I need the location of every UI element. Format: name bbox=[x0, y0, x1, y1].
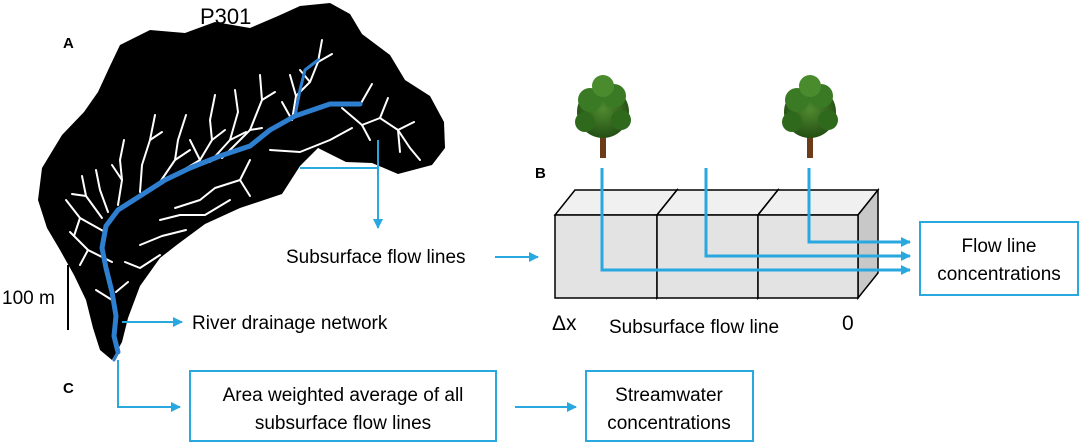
river-outlet bbox=[112, 350, 120, 362]
tree-icon bbox=[575, 75, 631, 158]
flow-line-2 bbox=[704, 168, 911, 261]
tree-icon bbox=[782, 75, 838, 158]
panel-label-a: A bbox=[63, 35, 74, 52]
tributaries bbox=[65, 39, 421, 301]
outlet-to-average-arrow bbox=[117, 360, 181, 412]
flow-line-concentrations-box bbox=[919, 221, 1079, 296]
delta-x-label: Δx bbox=[552, 312, 577, 335]
scale-bar-label: 100 m bbox=[2, 288, 55, 309]
river-drainage-line bbox=[99, 101, 363, 355]
flow-line-3 bbox=[807, 168, 911, 247]
streamwater-concentrations-box bbox=[585, 370, 754, 442]
subsurface-flow-lines-label: Subsurface flow lines bbox=[286, 247, 466, 268]
subsurface-flow-line-label: Subsurface flow line bbox=[609, 317, 779, 338]
panel-label-c: C bbox=[63, 380, 74, 397]
flow-line-1 bbox=[600, 168, 911, 275]
cube-icon bbox=[756, 187, 880, 301]
river-upper-branch bbox=[293, 58, 320, 118]
river-drainage-network-label: River drainage network bbox=[192, 313, 388, 334]
streamwater-concentrations-line2: concentrations bbox=[607, 413, 731, 434]
catchment-map bbox=[38, 3, 445, 362]
area-weighted-average-box bbox=[189, 370, 497, 442]
flow-line-concentrations-line2: concentrations bbox=[937, 264, 1061, 285]
streamwater-concentrations-line1: Streamwater bbox=[615, 385, 723, 406]
catchment-title: P301 bbox=[200, 4, 251, 29]
area-weighted-average-line1: Area weighted average of all bbox=[223, 385, 464, 406]
panel-label-b: B bbox=[535, 165, 546, 182]
area-weighted-average-line2: subsurface flow lines bbox=[255, 413, 431, 434]
flow-line-concentrations-line1: Flow line bbox=[962, 236, 1037, 257]
zero-label: 0 bbox=[842, 312, 854, 335]
